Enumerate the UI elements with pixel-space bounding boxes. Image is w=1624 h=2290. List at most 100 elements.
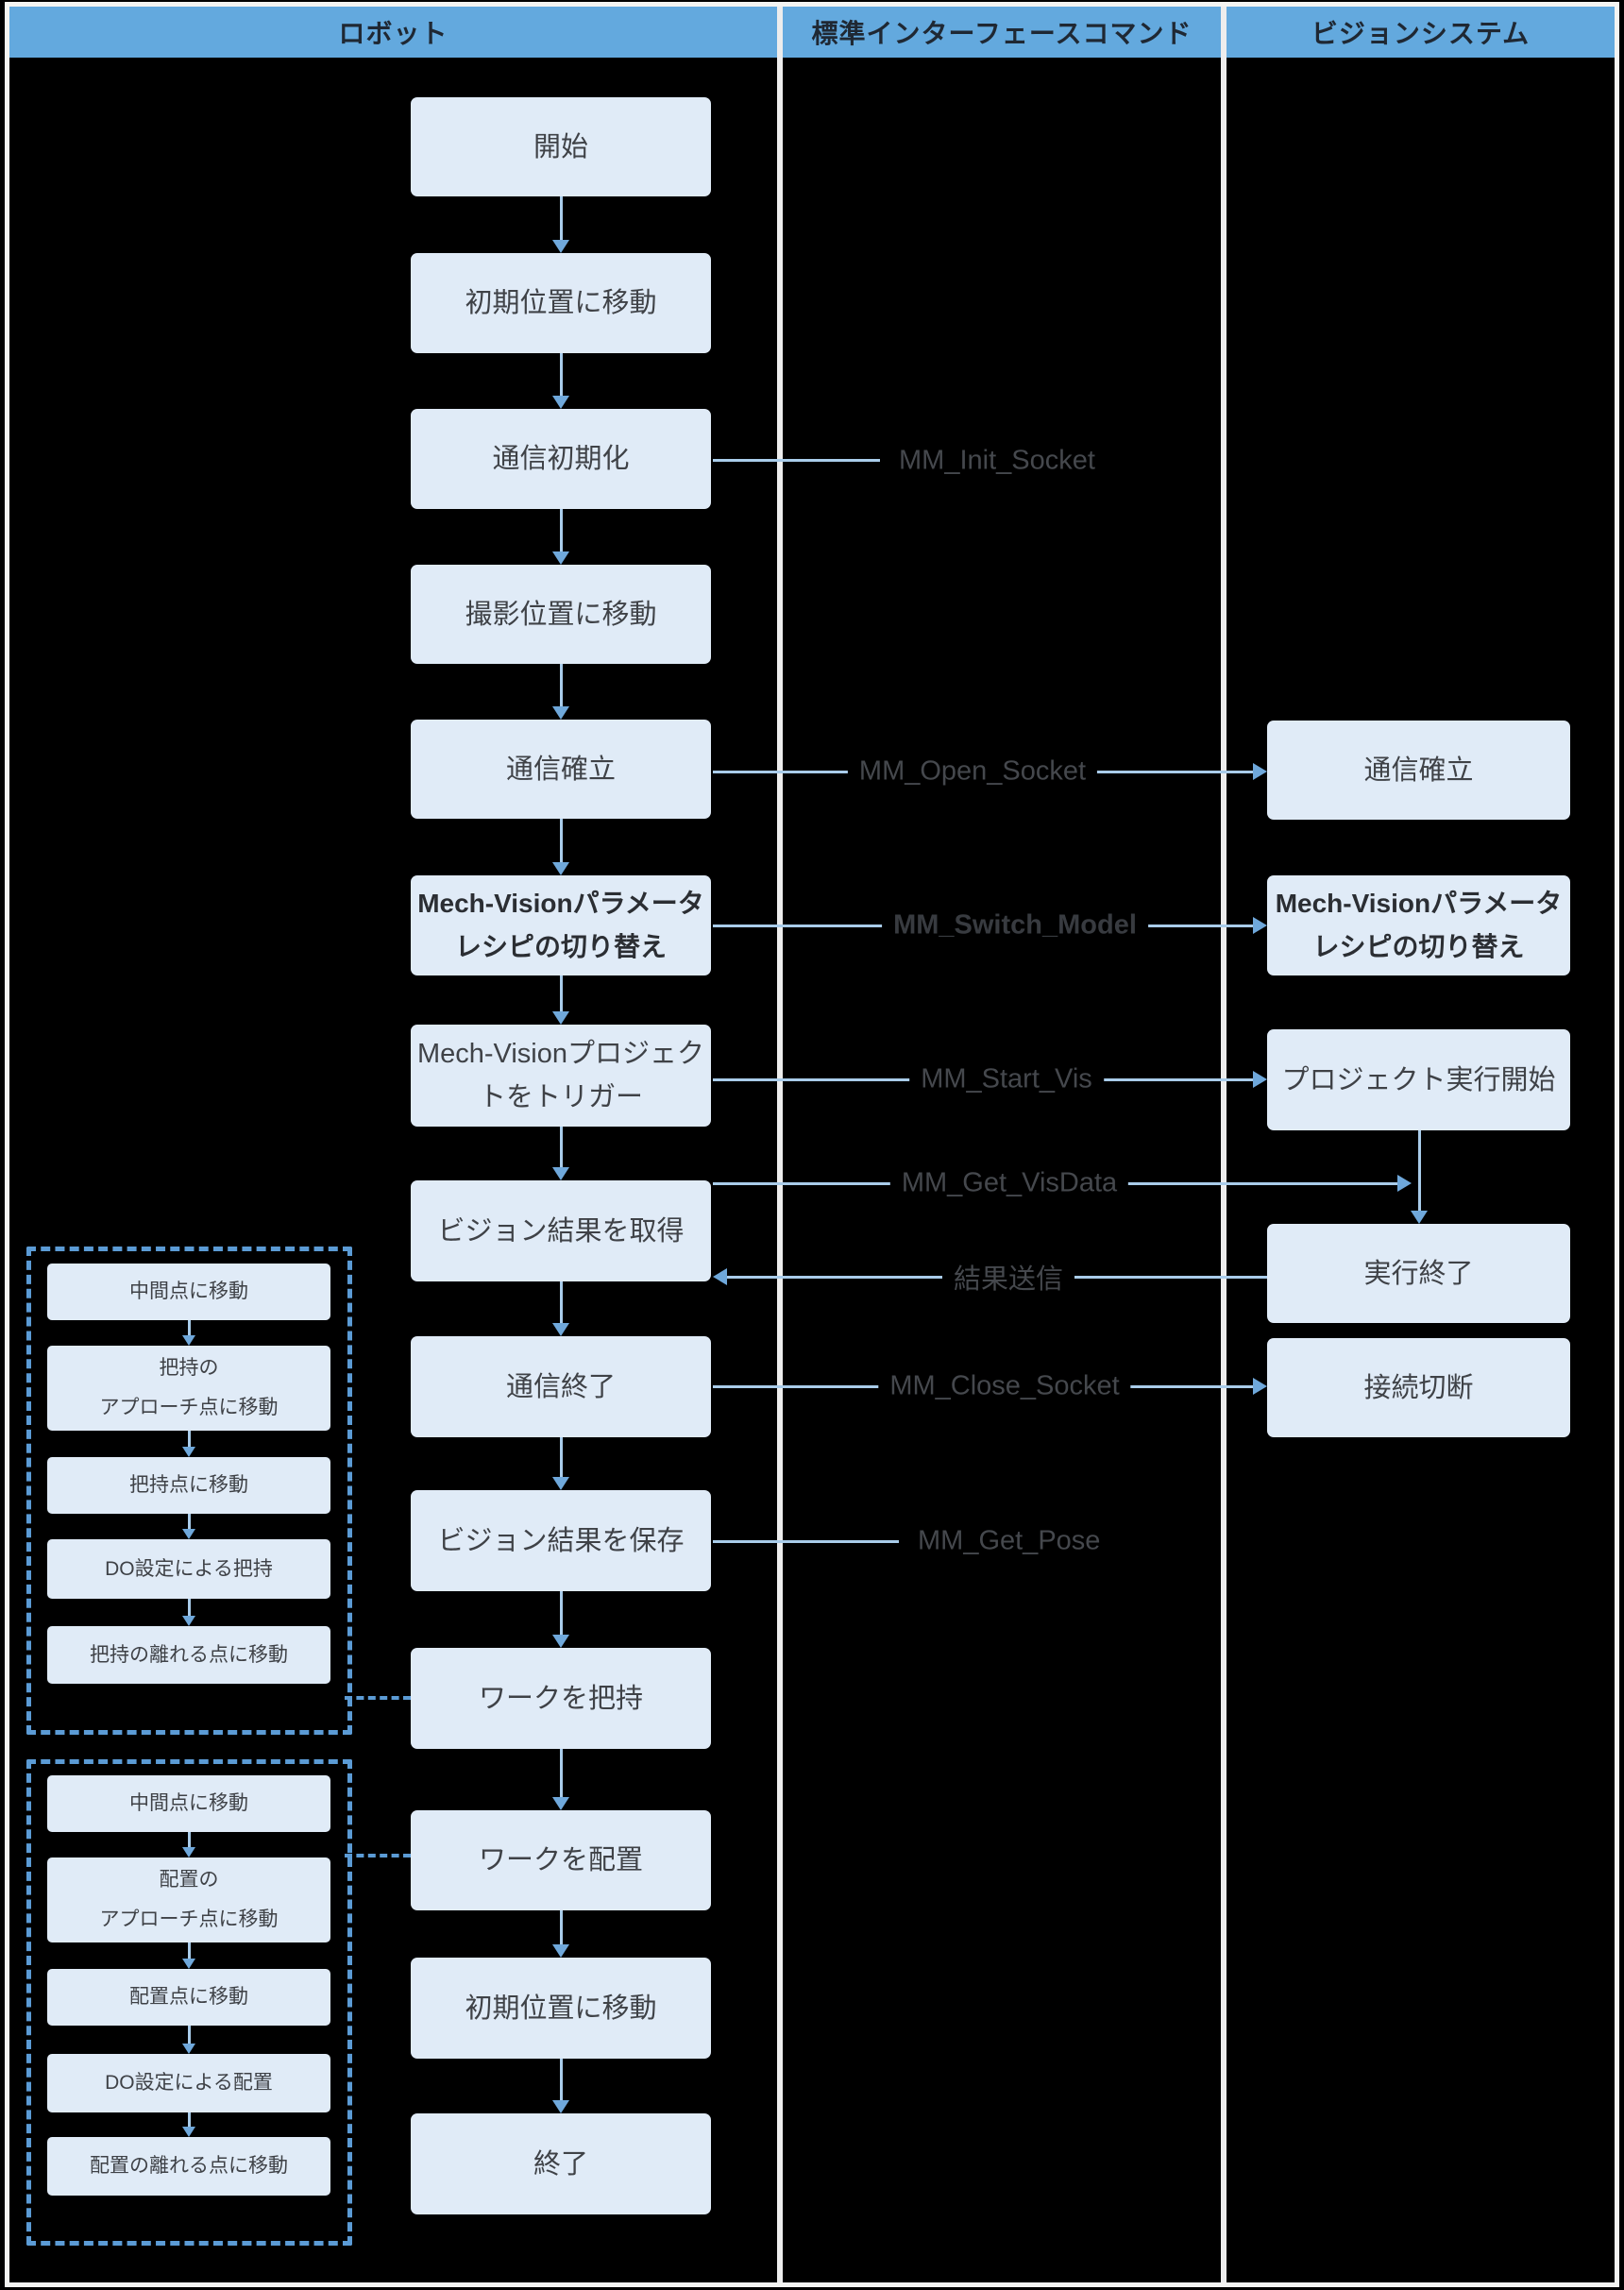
flow-arrow-down	[552, 1127, 569, 1180]
node-label: ビジョン結果を保存	[437, 1525, 685, 1556]
flow-arrow-down	[552, 196, 569, 253]
cmd-label-open-socket: MM_Open_Socket	[847, 755, 1098, 788]
place-arrow-down	[182, 2026, 195, 2054]
frame-left	[5, 2, 9, 2287]
node-label: 通信確立	[505, 754, 616, 785]
step-label: DO設定による把持	[105, 1557, 273, 1580]
flow-node-communication-end: 通信終了	[411, 1336, 711, 1437]
node-label: 通信確立	[1363, 755, 1474, 786]
node-label: 開始	[533, 131, 588, 162]
flow-arrow-down	[552, 819, 569, 875]
flow-node-start: 開始	[411, 97, 711, 196]
flow-arrow-down	[552, 664, 569, 720]
place-step-move-approach-point: 配置の アプローチ点に移動	[47, 1857, 330, 1942]
flow-arrow-down	[552, 975, 569, 1025]
place-step-move-intermediate: 中間点に移動	[47, 1775, 330, 1832]
step-label: 中間点に移動	[129, 1792, 248, 1814]
node-label: 終了	[533, 2148, 588, 2180]
frame-right	[1615, 2, 1619, 2287]
node-label: レシピの切り替え	[454, 932, 667, 961]
vision-node-switch-recipe: Mech-Visionパラメータ レシピの切り替え	[1267, 875, 1570, 975]
arrowhead-switch-model	[1253, 917, 1267, 934]
node-label: 初期位置に移動	[465, 1993, 657, 2024]
flow-node-save-vision-result: ビジョン結果を保存	[411, 1490, 711, 1591]
cmd-label-get-visdata: MM_Get_VisData	[889, 1167, 1129, 1199]
flow-node-trigger-project: Mech-Visionプロジェク トをトリガー	[411, 1025, 711, 1127]
node-label: Mech-Visionパラメータ	[417, 889, 704, 918]
lane-header-interface-commands: 標準インターフェースコマンド	[783, 7, 1221, 58]
step-label: 配置点に移動	[129, 1986, 248, 2008]
step-label: 把持の	[159, 1357, 219, 1379]
vision-node-project-execution-start: プロジェクト実行開始	[1267, 1029, 1570, 1130]
place-group-connector	[345, 1854, 411, 1857]
step-label: アプローチ点に移動	[99, 1397, 279, 1418]
node-label: 通信終了	[505, 1371, 616, 1402]
flow-arrow-down	[552, 353, 569, 409]
flow-arrow-down	[552, 1437, 569, 1490]
arrowhead-get-visdata	[1397, 1175, 1412, 1192]
arrowhead-close-socket	[1253, 1378, 1267, 1395]
flow-node-move-initial-position-2: 初期位置に移動	[411, 1958, 711, 2059]
step-label: 把持点に移動	[129, 1474, 248, 1496]
step-label: アプローチ点に移動	[99, 1908, 279, 1930]
node-label: 撮影位置に移動	[465, 599, 657, 630]
pick-step-grasp-by-do: DO設定による把持	[47, 1539, 330, 1599]
node-label: 接続切断	[1363, 1372, 1474, 1403]
flow-node-end: 終了	[411, 2113, 711, 2214]
pick-arrow-down	[182, 1599, 195, 1626]
lane-header-label: ビジョンシステム	[1311, 19, 1531, 48]
lane-divider-1	[777, 7, 783, 2283]
lane-header-robot: ロボット	[9, 7, 777, 58]
node-label: ビジョン結果を取得	[437, 1215, 685, 1247]
place-arrow-down	[182, 1832, 195, 1857]
pick-step-move-approach-point: 把持の アプローチ点に移動	[47, 1346, 330, 1431]
pick-arrow-down	[182, 1431, 195, 1457]
pick-group-connector	[345, 1696, 411, 1700]
step-label: 配置の離れる点に移動	[90, 2155, 288, 2177]
arrowhead-result-send	[713, 1268, 727, 1285]
arrowhead-start-vis	[1253, 1071, 1267, 1088]
flow-arrow-down	[552, 1591, 569, 1648]
step-label: 配置の	[159, 1869, 219, 1891]
step-label: DO設定による配置	[105, 2072, 273, 2094]
node-label: 初期位置に移動	[465, 288, 657, 318]
cmd-label-get-pose: MM_Get_Pose	[906, 1525, 1112, 1557]
pick-step-move-intermediate: 中間点に移動	[47, 1264, 330, 1320]
place-arrow-down	[182, 2112, 195, 2137]
frame-top	[5, 2, 1619, 7]
frame-bottom	[5, 2282, 1619, 2287]
flow-node-communication-init: 通信初期化	[411, 409, 711, 509]
lane-divider-2	[1221, 7, 1226, 2283]
cmd-label-close-socket: MM_Close_Socket	[878, 1370, 1131, 1402]
flow-arrow-down	[552, 509, 569, 565]
node-label: Mech-Visionプロジェク	[416, 1039, 705, 1069]
flow-node-switch-recipe: Mech-Visionパラメータ レシピの切り替え	[411, 875, 711, 975]
flow-node-move-capture-position: 撮影位置に移動	[411, 565, 711, 664]
node-label: ワークを把持	[478, 1683, 643, 1714]
cmd-label-switch-model: MM_Switch_Model	[882, 909, 1148, 941]
vision-node-disconnect: 接続切断	[1267, 1338, 1570, 1437]
pick-step-move-grasp-point: 把持点に移動	[47, 1457, 330, 1514]
flow-node-grasp-workpiece: ワークを把持	[411, 1648, 711, 1749]
arrowhead-open-socket	[1253, 763, 1267, 780]
place-step-move-depart-point: 配置の離れる点に移動	[47, 2137, 330, 2196]
flow-node-move-initial-position: 初期位置に移動	[411, 253, 711, 353]
cmd-label-init-socket: MM_Init_Socket	[888, 445, 1107, 477]
node-label: 通信初期化	[492, 444, 630, 474]
flow-arrow-down	[552, 2059, 569, 2113]
connector-init-socket	[713, 459, 880, 462]
cmd-label-result-send: 結果送信	[941, 1257, 1075, 1297]
place-step-move-place-point: 配置点に移動	[47, 1969, 330, 2026]
node-label: ワークを配置	[478, 1845, 643, 1875]
flow-node-get-vision-result: ビジョン結果を取得	[411, 1180, 711, 1281]
flow-arrow-down	[552, 1281, 569, 1336]
flow-node-place-workpiece: ワークを配置	[411, 1810, 711, 1910]
step-label: 中間点に移動	[129, 1281, 248, 1302]
vision-node-establish-communication: 通信確立	[1267, 721, 1570, 820]
pick-steps-group	[26, 1247, 352, 1735]
lane-header-vision-system: ビジョンシステム	[1226, 7, 1615, 58]
place-arrow-down	[182, 1942, 195, 1969]
pick-step-move-depart-point: 把持の離れる点に移動	[47, 1626, 330, 1684]
step-label: 把持の離れる点に移動	[90, 1643, 288, 1666]
